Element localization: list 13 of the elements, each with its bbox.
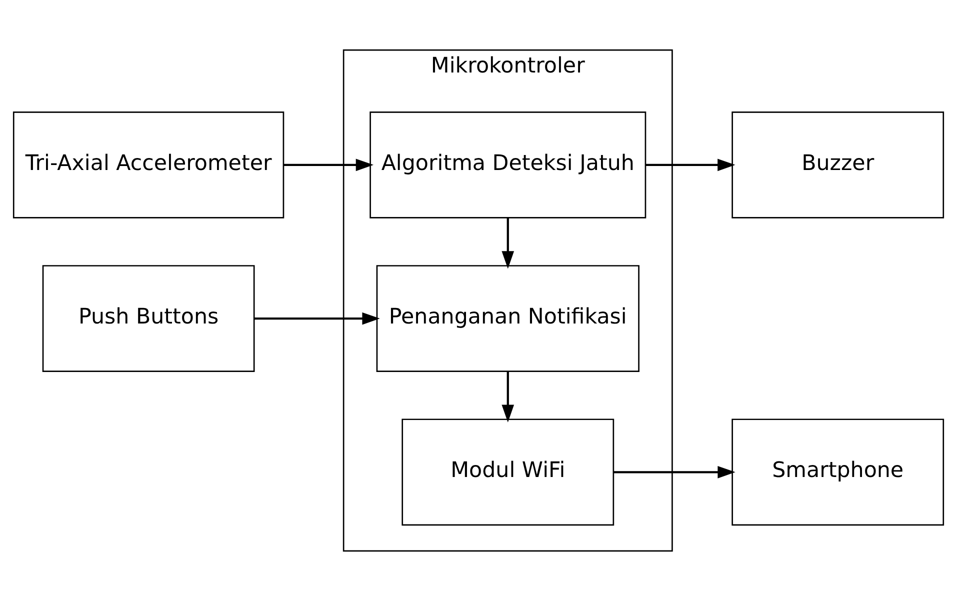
arrow: [284, 158, 374, 172]
node-box: Smartphone: [732, 418, 944, 526]
node-box: Modul WiFi: [402, 418, 614, 526]
node-box: Penanganan Notifikasi: [376, 265, 640, 372]
arrow: [614, 466, 736, 478]
node-box: Algoritma Deteksi Jatuh: [370, 111, 646, 218]
node-box: Tri-Axial Accelerometer: [12, 111, 284, 218]
arrow: [502, 371, 514, 422]
arrow: [646, 158, 736, 172]
node-box: Push Buttons: [42, 265, 255, 372]
arrow: [254, 312, 380, 325]
arrow: [502, 218, 514, 269]
node-box: Buzzer: [732, 111, 944, 218]
